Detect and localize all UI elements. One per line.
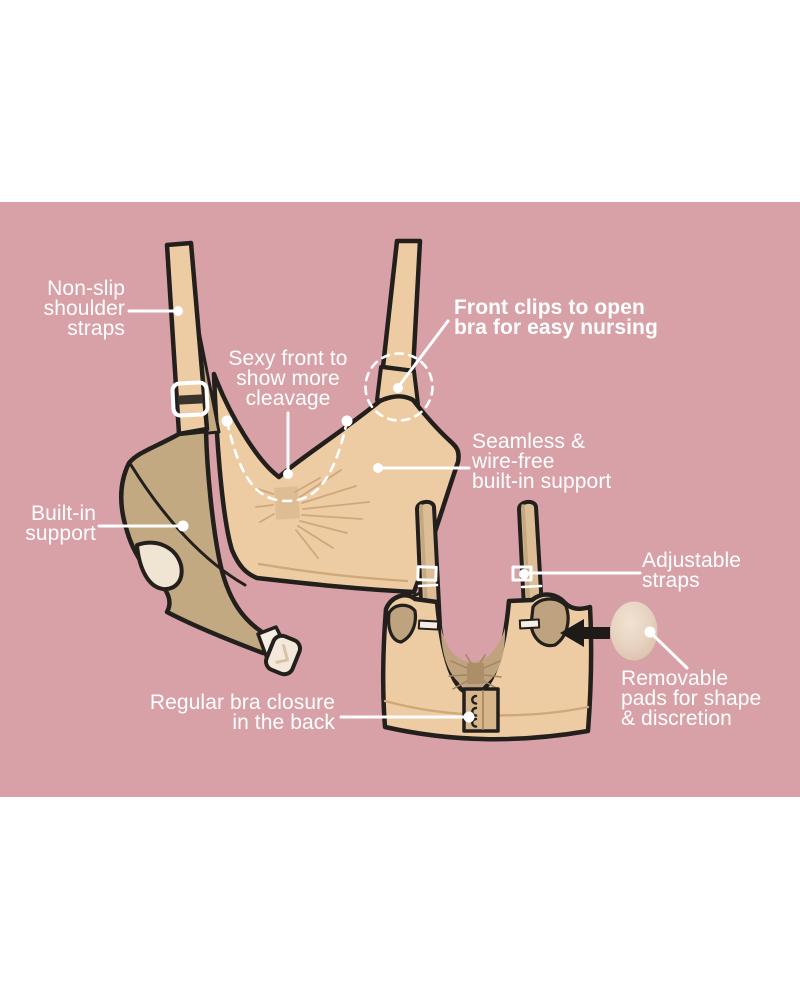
back-inner-panel [441, 628, 506, 689]
leader-front-clips [397, 319, 450, 388]
label-removable-pads: Removable pads for shape & discretion [621, 667, 762, 730]
leader-removable [649, 631, 689, 670]
hook-tab [263, 633, 303, 677]
cleavage-dashed-curve [225, 419, 349, 503]
strap-adjuster [170, 380, 210, 418]
hook-eye-closure [462, 687, 500, 733]
label-non-slip-straps: Non-slip shoulder straps [43, 277, 125, 340]
fabric-gathers [255, 469, 370, 559]
label-adjustable-straps: Adjustable straps [642, 549, 742, 592]
removable-pad [610, 601, 658, 661]
label-front-clips: Front clips to open bra for easy nursing [454, 296, 658, 339]
callouts [97, 306, 689, 723]
arrow-left-icon [560, 619, 610, 647]
bra-side-view [119, 240, 303, 677]
front-bra-body [211, 371, 461, 595]
bra-front-view [211, 238, 461, 595]
built-in-cup [135, 540, 184, 592]
label-bra-closure: Regular bra closure in the back [149, 691, 335, 734]
bra-back-view [380, 500, 594, 742]
clip-dashed-circle [364, 352, 434, 422]
adjuster-highlight-left [416, 565, 438, 582]
label-seamless-support: Seamless & wire-free built-in support [472, 430, 612, 493]
side-bra-body [119, 428, 273, 656]
label-sexy-front: Sexy front to show more cleavage [228, 347, 348, 410]
label-built-in-support: Built-in support [25, 502, 96, 545]
